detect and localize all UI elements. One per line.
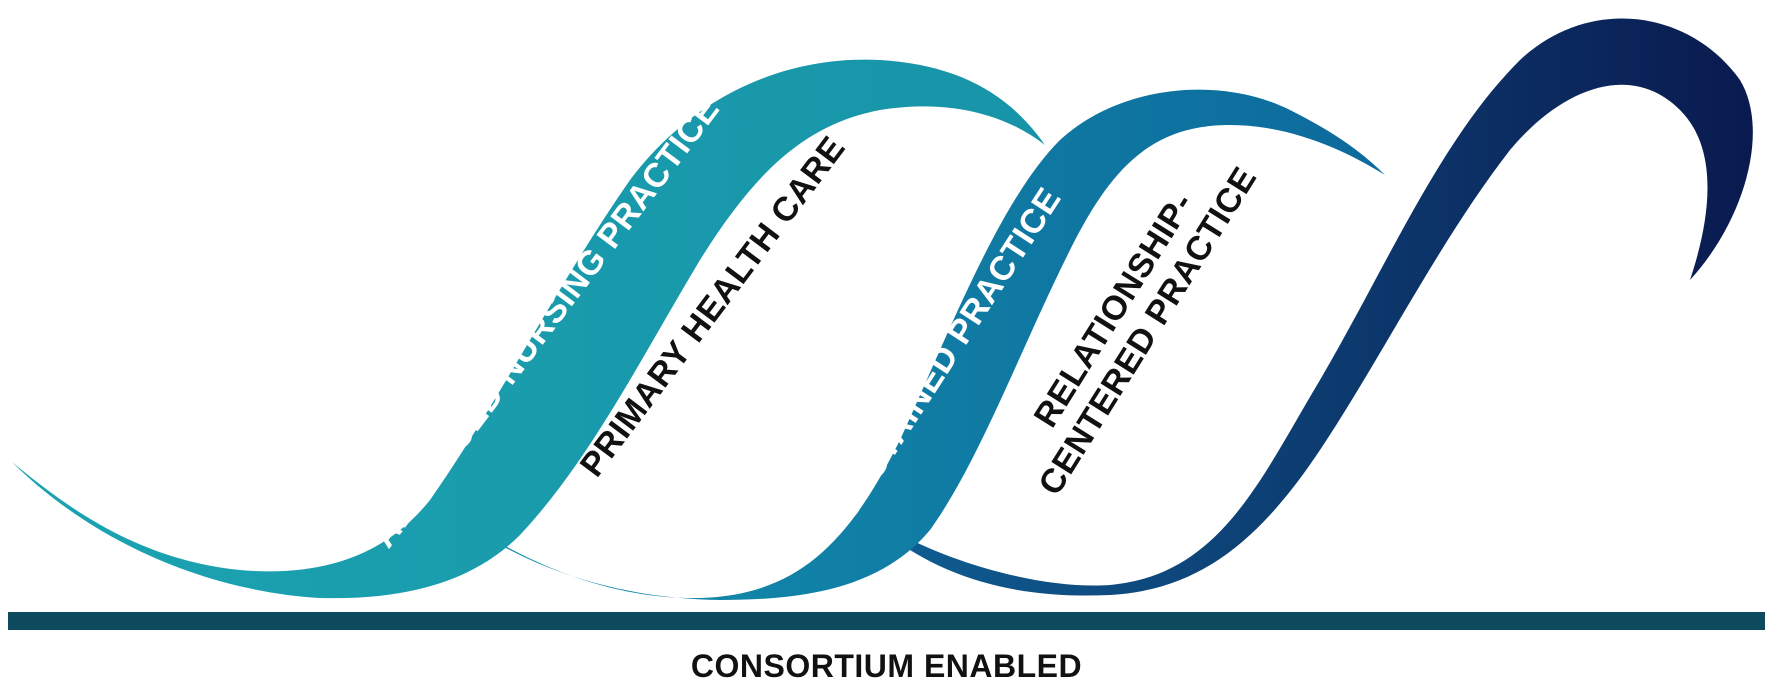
ribbon-collaborative-practice: [860, 18, 1753, 596]
ribbon-scholarship-sustained-practice: [440, 89, 1385, 601]
ribbon-advanced-nursing-practice: [12, 59, 1045, 599]
base-caption: CONSORTIUM ENABLED: [690, 648, 1083, 684]
ribbon-label-collaborative-practice: COLLABORATIVE PRACTICE: [1156, 118, 1465, 537]
ribbon-label-line: COLLABORATIVE PRACTICE: [1156, 118, 1465, 537]
base-bar: [8, 612, 1765, 630]
